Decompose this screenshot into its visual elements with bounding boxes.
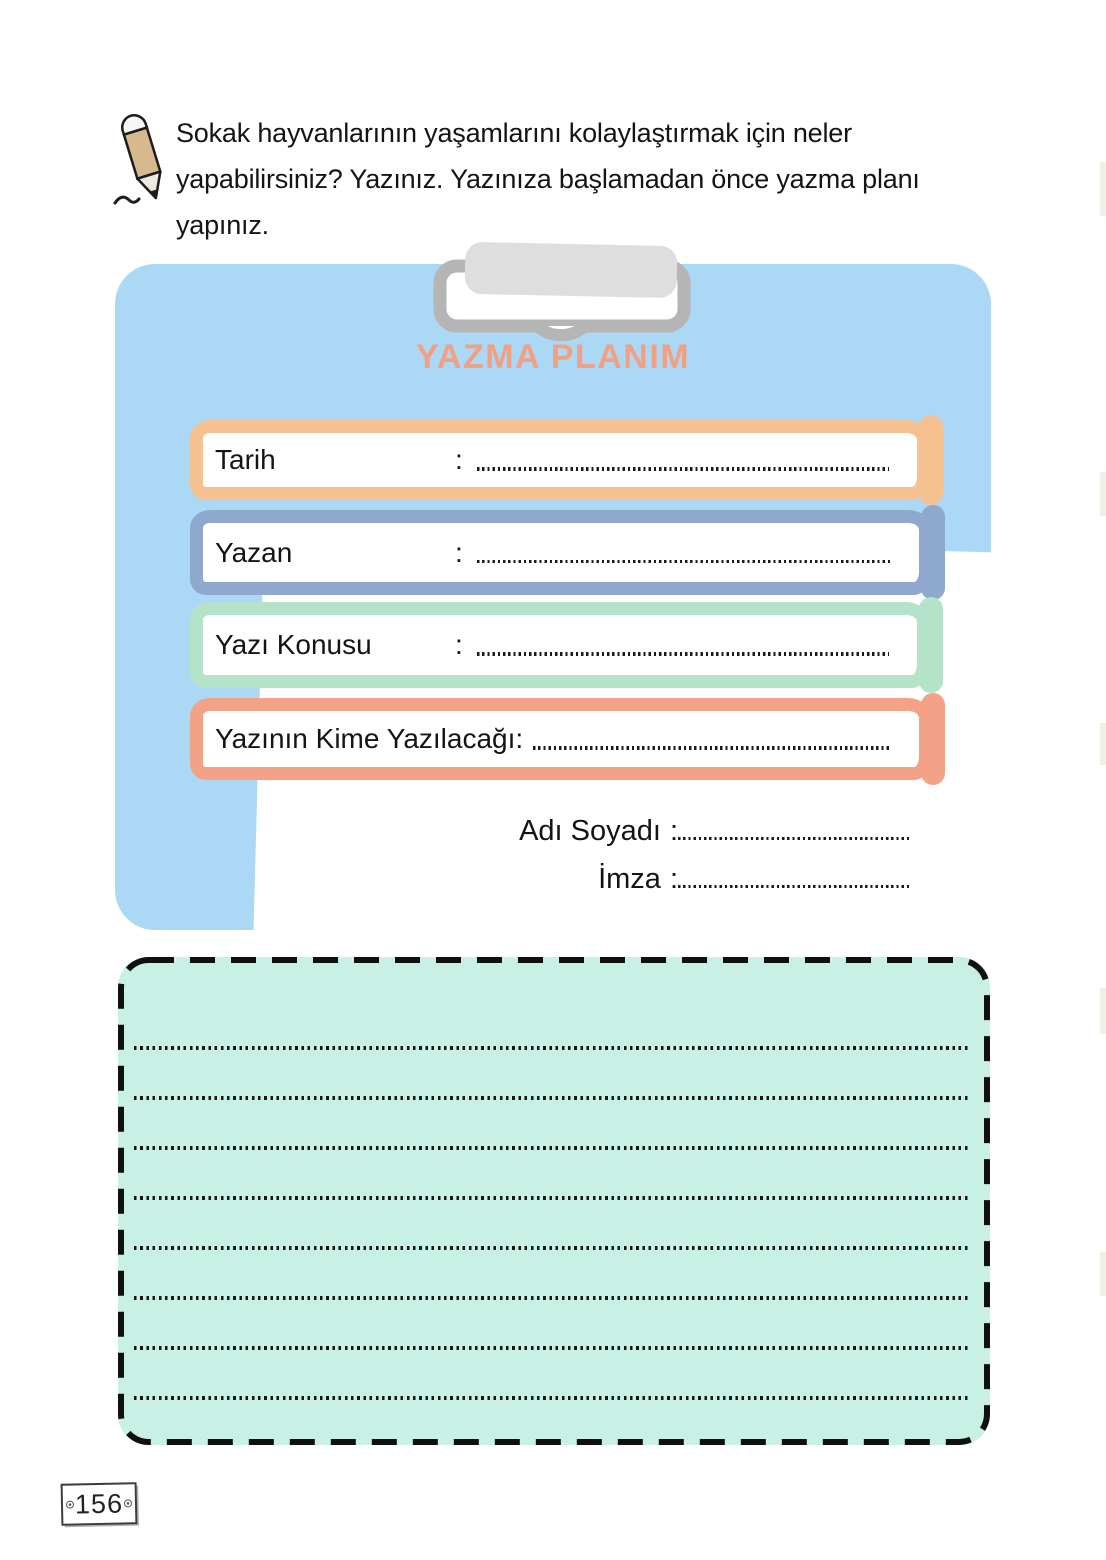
writing-lines: [134, 1046, 970, 1446]
writing-line: [134, 1396, 970, 1400]
writing-line: [134, 1146, 970, 1150]
writing-area: [118, 957, 990, 1445]
signature-row-adi-soyadi: Adı Soyadı :: [519, 804, 910, 852]
signature-colon: :: [669, 815, 678, 847]
writing-line: [134, 1296, 970, 1300]
signature-label: İmza: [598, 863, 661, 895]
instruction-line: yapınız.: [176, 210, 269, 240]
signature-label: Adı Soyadı: [519, 815, 661, 847]
dotted-fill-line: [678, 884, 910, 888]
signature-row-imza: İmza :: [519, 852, 910, 900]
field-label: Yazan: [215, 536, 293, 568]
page-edge-tab: [1100, 723, 1106, 765]
field-yazinin-kime-yazilacagi: Yazının Kime Yazılacağı:: [190, 693, 945, 785]
instruction-line: yapabilirsiniz? Yazınız. Yazınıza başlam…: [176, 164, 920, 194]
dotted-fill-line: [476, 559, 891, 564]
dotted-fill-line: [678, 836, 910, 840]
page-edge-tab: [1100, 472, 1106, 516]
page-edge-tab: [1100, 162, 1106, 216]
page-edge-tab: [1100, 988, 1106, 1034]
field-label: Yazının Kime Yazılacağı:: [215, 723, 524, 754]
dashed-border: [118, 957, 990, 1445]
page-number-badge: 156: [60, 1482, 138, 1526]
field-label: Tarih: [215, 444, 276, 475]
dotted-fill-line: [476, 652, 889, 656]
squiggle-mark: [113, 195, 141, 205]
instruction-line: Sokak hayvanlarının yaşamlarını kolaylaş…: [176, 118, 852, 148]
instruction-text: Sokak hayvanlarının yaşamlarını kolaylaş…: [176, 110, 986, 248]
screw-icon: [123, 1499, 133, 1508]
dotted-fill-line: [533, 746, 891, 750]
field-tarih: Tarih :: [190, 415, 943, 505]
page-edge-tab: [1100, 1252, 1106, 1296]
clipboard-board: [115, 264, 1095, 1151]
writing-line: [134, 1046, 970, 1050]
clipboard-clip-icon: [433, 242, 691, 342]
field-colon: :: [455, 629, 463, 660]
screw-icon: [65, 1500, 75, 1509]
writing-line: [134, 1246, 970, 1250]
writing-line: [134, 1096, 970, 1100]
plan-title: YAZMA PLANIM: [415, 338, 691, 376]
signature-colon: :: [669, 863, 678, 895]
signature-block: Adı Soyadı : İmza :: [519, 804, 910, 900]
pencil-icon: [113, 114, 162, 205]
dotted-fill-line: [476, 467, 889, 471]
field-colon: :: [455, 536, 463, 568]
field-yazi-konusu: Yazı Konusu :: [190, 597, 943, 693]
field-label: Yazı Konusu: [215, 629, 372, 660]
page-number: 156: [74, 1488, 124, 1520]
field-colon: :: [455, 444, 463, 475]
writing-line: [134, 1196, 970, 1200]
field-yazan: Yazan :: [190, 505, 945, 600]
writing-line: [134, 1346, 970, 1350]
